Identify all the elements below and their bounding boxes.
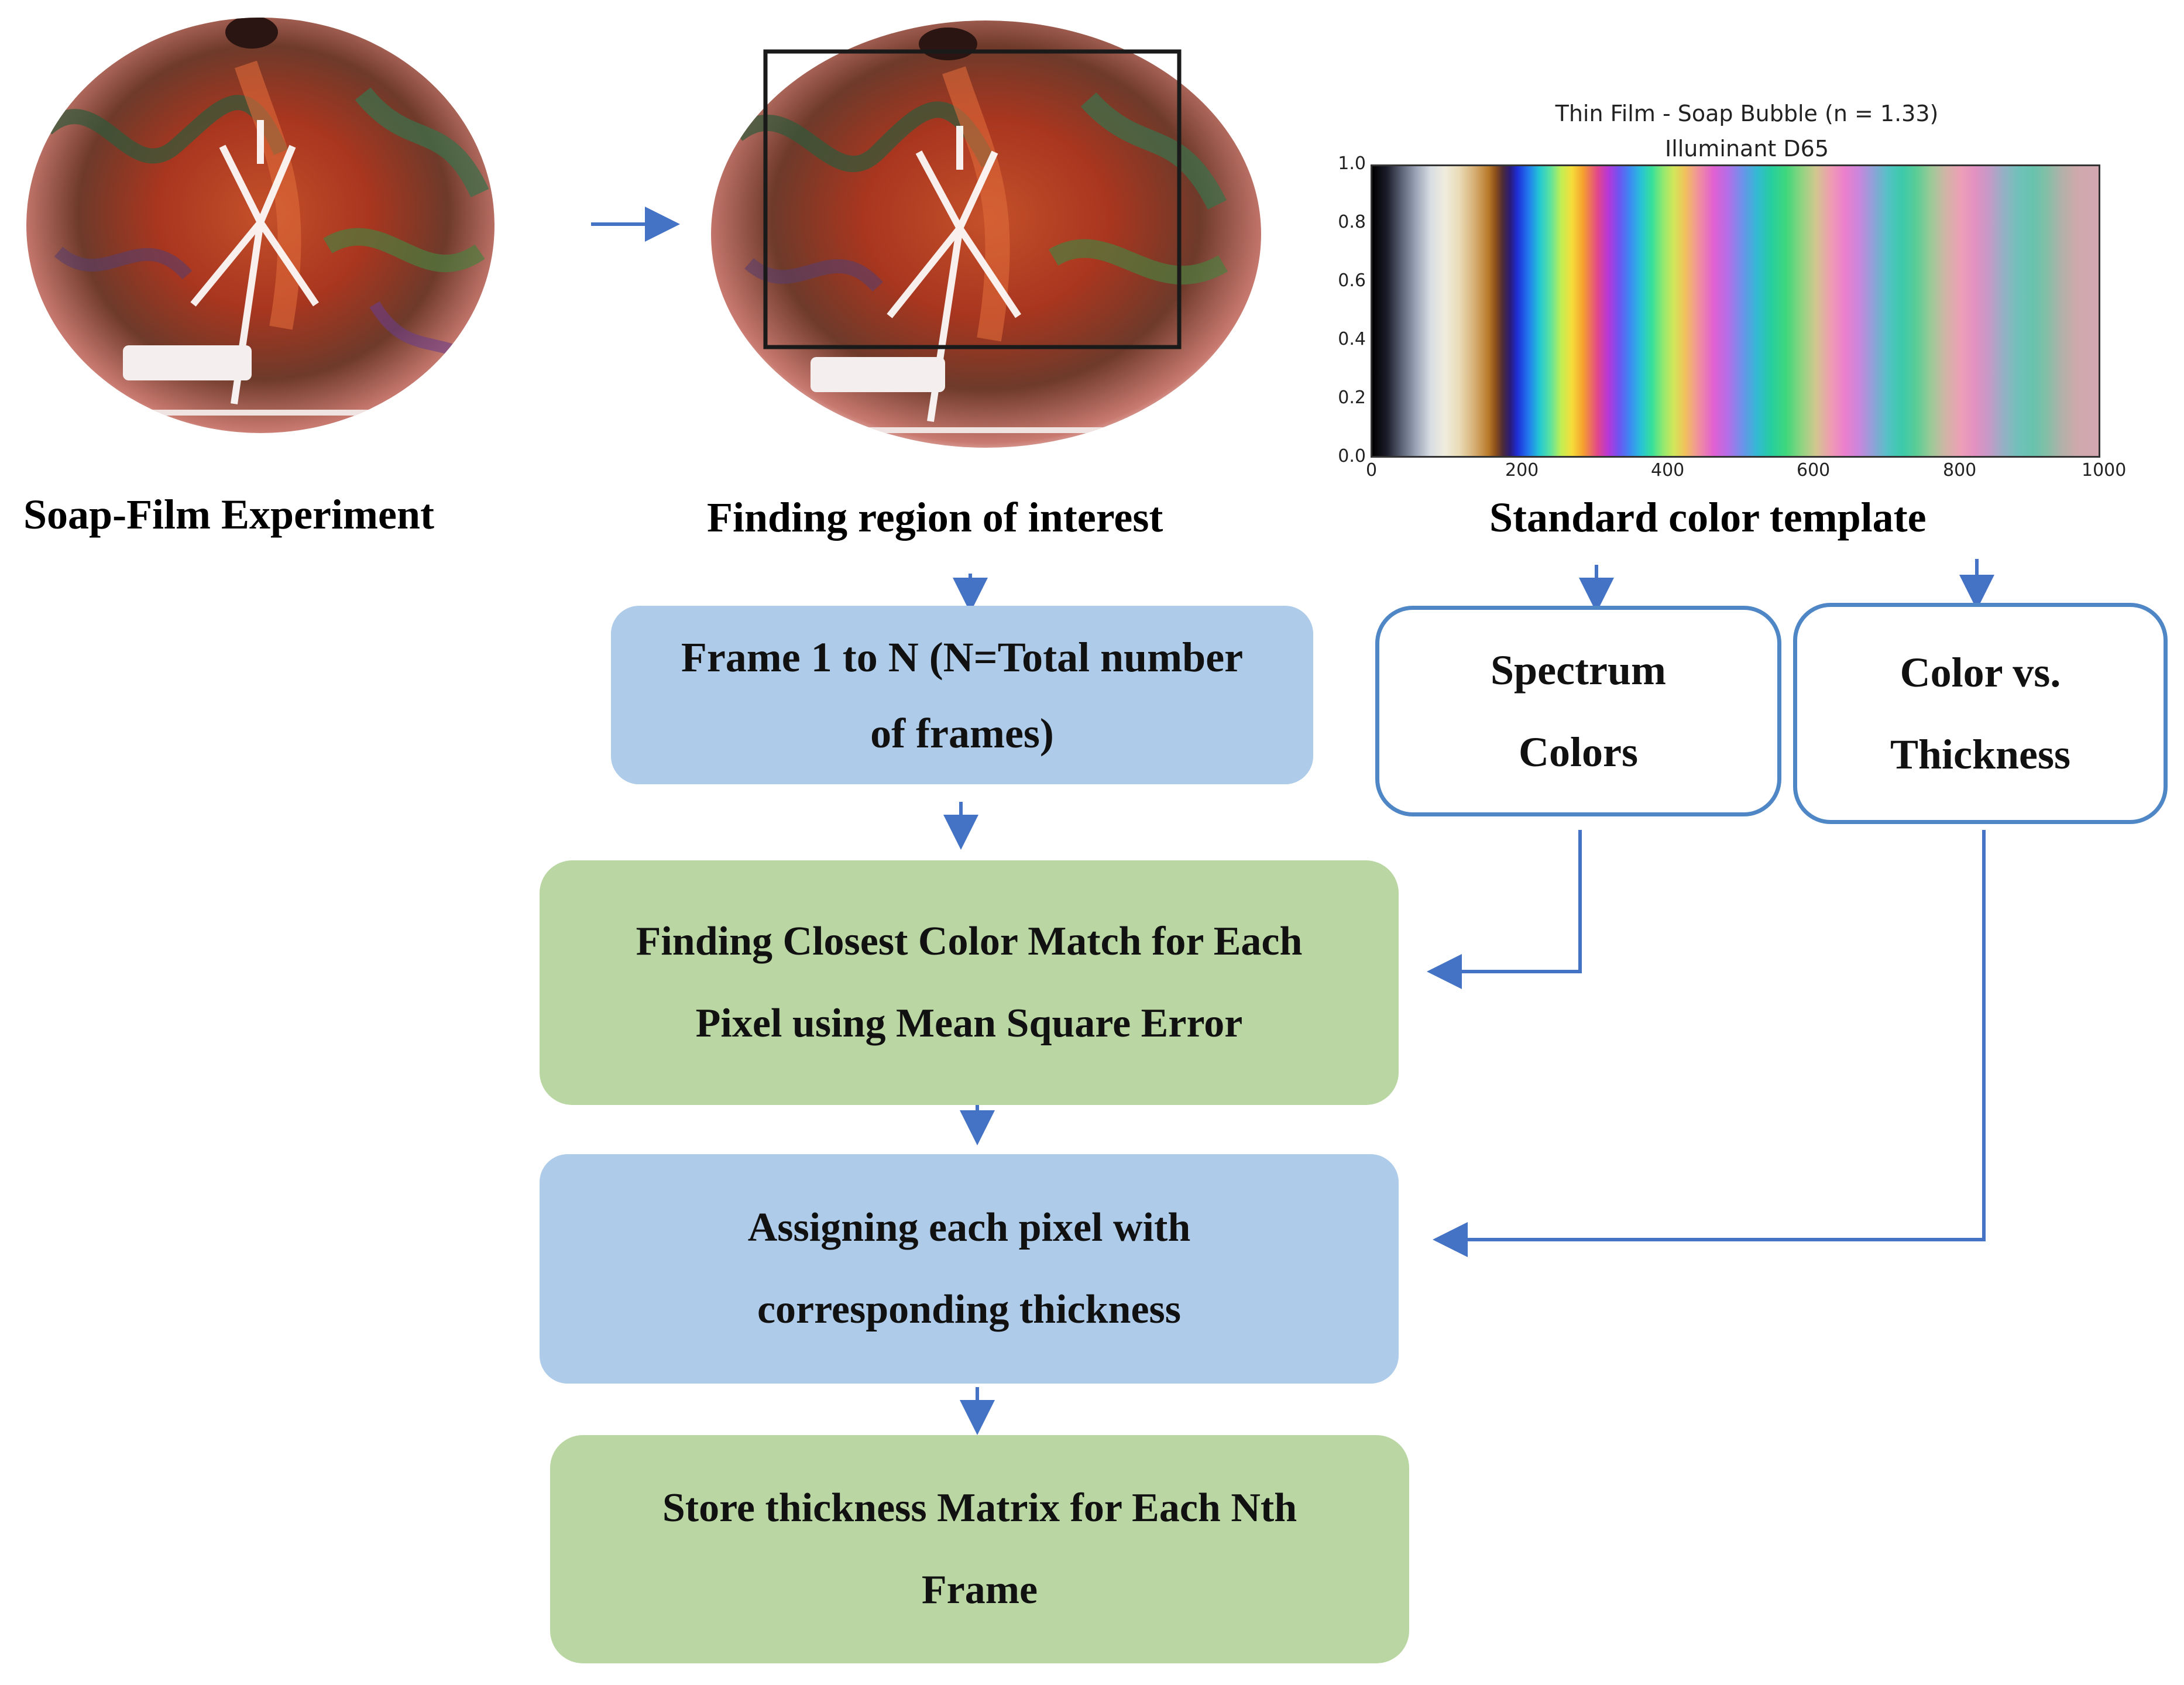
template-caption: Standard color template — [1489, 494, 1927, 541]
plot-title: Thin Film - Soap Bubble (n = 1.33) Illum… — [1555, 101, 1939, 162]
y-tick-labels: 1.0 0.8 0.6 0.4 0.2 0.0 — [1338, 153, 1366, 466]
color-match-box: Finding Closest Color Match for Each Pix… — [540, 860, 1399, 1105]
assign-thickness-box: Assigning each pixel with corresponding … — [540, 1154, 1399, 1384]
color-template-plot: Thin Film - Soap Bubble (n = 1.33) Illum… — [1323, 88, 2142, 497]
arrow-spectrum-to-match — [1427, 830, 1582, 989]
roi-caption: Finding region of interest — [707, 494, 1163, 541]
color-vs-thickness-box: Color vs. Thickness — [1793, 603, 2168, 824]
experiment-caption: Soap-Film Experiment — [23, 491, 434, 538]
store-matrix-box: Store thickness Matrix for Each Nth Fram… — [550, 1435, 1409, 1663]
spectrum-colors-box: Spectrum Colors — [1375, 606, 1781, 816]
arrow-thickness-to-assign — [1433, 830, 1986, 1257]
frames-box: Frame 1 to N (N=Total number of frames) — [611, 606, 1313, 784]
x-tick-labels: 0 200 400 600 800 1000 — [1366, 460, 2127, 481]
spectrum-bar — [1371, 164, 2100, 458]
